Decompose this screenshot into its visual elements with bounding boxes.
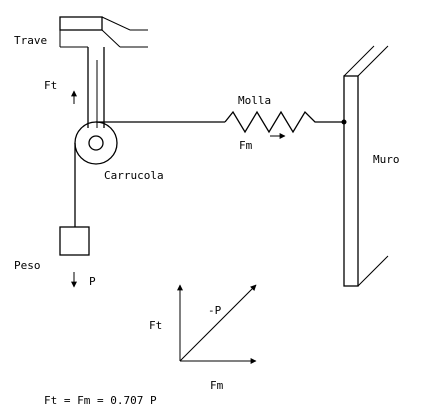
label-molla: Molla [238,94,271,107]
label-fm: Fm [239,139,253,152]
label-vector-ft: Ft [149,319,162,332]
label-carrucola: Carrucola [104,169,164,182]
label-vector-minus-p: -P [208,304,222,317]
pulley [74,121,118,165]
beam [59,16,148,48]
label-vector-fm: Fm [210,379,224,392]
label-peso: Peso [14,259,41,272]
wall [343,45,389,287]
pulley-hanger [87,47,105,128]
equation: Ft = Fm = 0.707 P [44,394,157,407]
vector-diagram [177,284,257,364]
label-trave: Trave [14,34,47,47]
vector-minus-p [179,284,257,362]
label-ft: Ft [44,79,57,92]
weight-block [59,226,90,256]
spring [224,110,344,134]
label-muro: Muro [373,153,400,166]
label-p: P [89,275,96,288]
